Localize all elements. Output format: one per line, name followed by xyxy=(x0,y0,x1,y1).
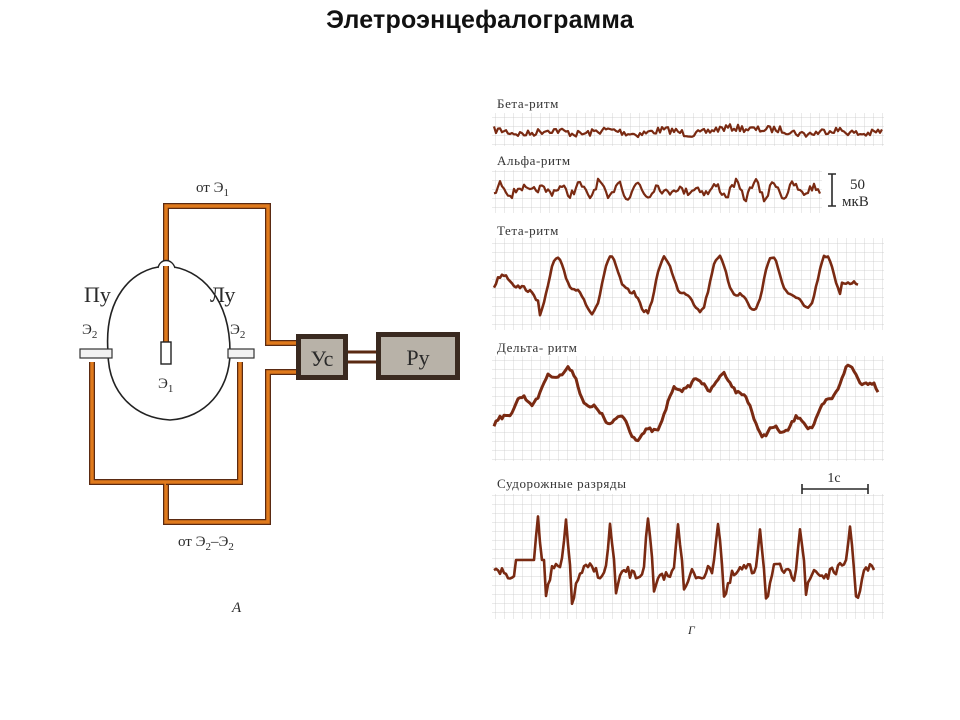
scalp-electrode-label: Э1 xyxy=(158,376,173,395)
recorder-box: Ру xyxy=(376,332,460,380)
left-electrode-label: Э2 xyxy=(82,322,97,341)
trace-label-seizure: Судорожные разряды xyxy=(497,476,627,491)
recording-scheme: Ус Ру от Э1 Пу Лу Э2 Э2 Э1 от Э2–Э2 А xyxy=(79,180,460,616)
beta-grid xyxy=(492,113,884,146)
top-wire-label: от Э1 xyxy=(196,180,229,199)
eeg-traces: Бета-ритм Альфа-ритм Тета-ритм Дельта- р… xyxy=(492,96,884,637)
trace-seizure xyxy=(493,515,876,606)
left-ear-electrode xyxy=(79,348,113,359)
trace-label-beta: Бета-ритм xyxy=(497,96,559,111)
time-scale: 1с xyxy=(801,471,869,494)
right-ear-label: Лу xyxy=(210,282,235,307)
recorder-label: Ру xyxy=(406,345,429,370)
left-ear-label: Пу xyxy=(84,282,111,307)
trace-delta xyxy=(492,363,880,443)
trace-label-theta: Тета-ритм xyxy=(497,223,559,238)
amplifier-label: Ус xyxy=(311,346,334,371)
right-ear-electrode xyxy=(227,348,255,359)
amplifier-box: Ус xyxy=(296,334,348,380)
panel-label-b: Г xyxy=(687,623,696,637)
panel-label-a: А xyxy=(231,600,242,616)
time-scale-label: 1с xyxy=(827,471,840,486)
nose-icon xyxy=(157,259,176,269)
trace-theta xyxy=(492,254,859,317)
wire-amp-rec xyxy=(348,350,376,364)
trace-label-delta: Дельта- ритм xyxy=(497,340,577,355)
slide-title: Элетроэнцефалограмма xyxy=(326,6,634,34)
wires xyxy=(89,203,376,525)
trace-label-alpha: Альфа-ритм xyxy=(497,153,571,168)
seizure-grid xyxy=(492,494,884,619)
delta-grid xyxy=(492,356,884,461)
trace-beta xyxy=(492,123,883,139)
trace-alpha xyxy=(493,177,822,203)
amplitude-calibration: 50 мкВ xyxy=(828,173,869,210)
right-electrode-label: Э2 xyxy=(230,322,245,341)
alpha-grid xyxy=(492,170,822,213)
calibration-value: 50 xyxy=(850,177,865,193)
scalp-electrode xyxy=(160,341,172,365)
bottom-wire-label: от Э2–Э2 xyxy=(178,534,234,553)
theta-grid xyxy=(492,238,884,330)
calibration-unit: мкВ xyxy=(842,194,869,210)
